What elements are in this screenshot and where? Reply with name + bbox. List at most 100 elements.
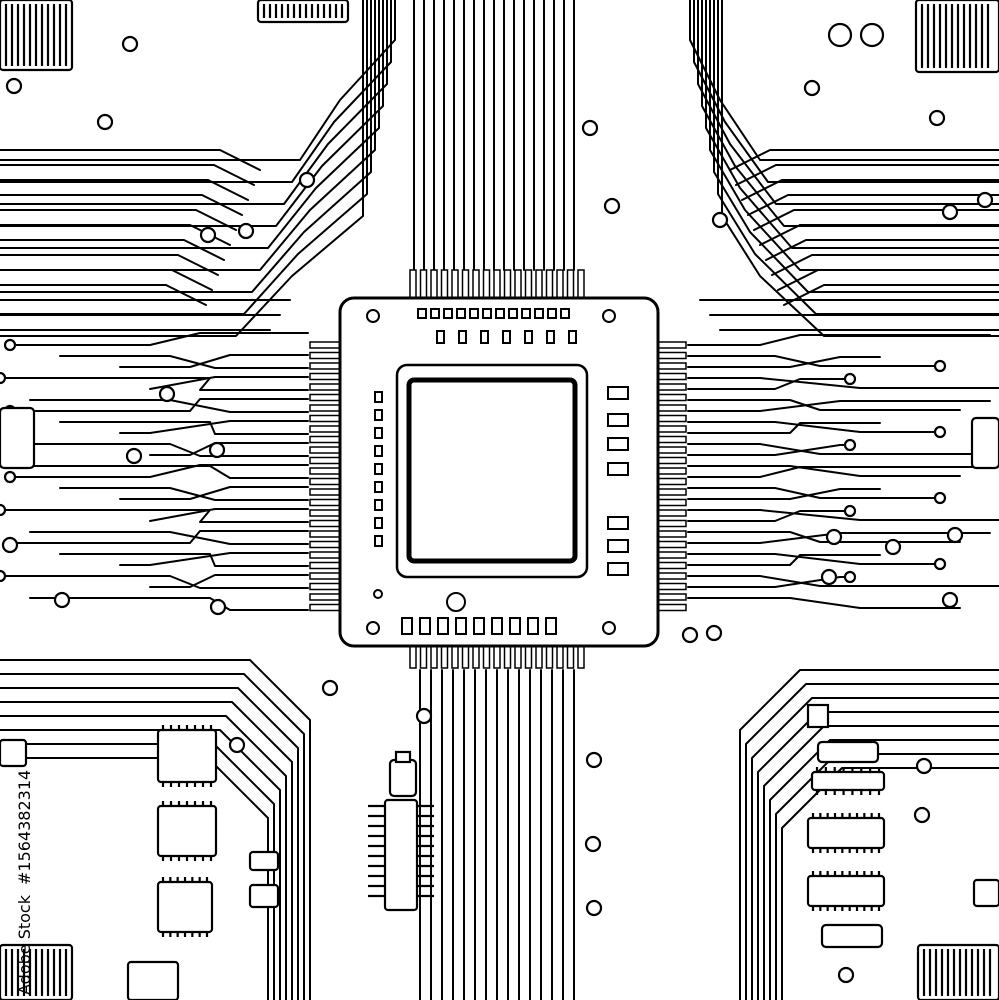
cpu-pin-right xyxy=(657,351,687,360)
pad xyxy=(199,226,217,244)
trace xyxy=(29,597,309,611)
pad xyxy=(705,624,723,642)
trace xyxy=(9,398,309,412)
cpu-pin-top xyxy=(409,269,417,299)
crystal-cap xyxy=(394,750,412,764)
cpu-pin-right xyxy=(657,456,687,465)
trace xyxy=(0,701,293,1000)
smd-cap xyxy=(547,308,557,319)
cpu-die xyxy=(406,377,578,564)
cpu-pin-bottom xyxy=(545,645,554,669)
pad xyxy=(603,197,621,215)
pad xyxy=(125,447,143,465)
pad xyxy=(933,359,947,373)
diode xyxy=(248,883,280,909)
pad xyxy=(941,591,959,609)
trace xyxy=(759,224,999,246)
cpu-pin-right xyxy=(657,414,687,423)
connector-header xyxy=(383,798,419,912)
cpu-pin-top xyxy=(440,269,449,299)
smd-cap xyxy=(436,330,445,344)
pad xyxy=(96,113,114,131)
pad xyxy=(933,557,947,571)
cpu-pin-right xyxy=(657,540,687,549)
cpu-pin-left xyxy=(309,498,341,507)
cpu-pin-left xyxy=(309,404,341,412)
cpu-pin-right xyxy=(657,561,687,570)
cpu-pin-right xyxy=(657,572,687,580)
cpu-pin-top xyxy=(451,269,459,299)
cpu-pin-right xyxy=(657,425,687,433)
cpu-pin-right xyxy=(657,530,687,538)
cpu-pin-top xyxy=(524,269,533,299)
cpu-pin-left xyxy=(309,519,341,528)
smd-cap xyxy=(508,308,518,319)
cpu-pin-right xyxy=(657,393,687,402)
trace xyxy=(735,164,999,186)
trace xyxy=(0,194,243,216)
cpu-pin-left xyxy=(309,561,341,570)
cpu-pin-left xyxy=(309,530,341,538)
pad xyxy=(711,211,729,229)
smd-resistor xyxy=(607,462,629,476)
trace xyxy=(687,554,881,566)
trace xyxy=(775,753,999,1000)
trace xyxy=(777,269,999,291)
cpu-pin-right xyxy=(657,362,687,370)
trace xyxy=(687,466,991,478)
pad xyxy=(581,119,599,137)
pad xyxy=(843,570,857,584)
pad xyxy=(298,171,316,189)
trace xyxy=(747,194,999,216)
cpu-pin-top xyxy=(430,269,438,299)
smd-cap xyxy=(443,308,453,319)
trace xyxy=(687,532,991,544)
smd-cap xyxy=(524,330,533,344)
smd-cap xyxy=(491,617,503,635)
trace xyxy=(687,465,961,477)
trace xyxy=(0,715,287,1000)
cpu-pin-bottom xyxy=(461,645,470,669)
cpu-pin-right xyxy=(657,582,687,591)
cpu-pin-bottom xyxy=(430,645,438,669)
pad xyxy=(915,757,933,775)
cpu-pin-bottom xyxy=(472,645,480,669)
trace xyxy=(745,683,999,1000)
pad xyxy=(946,526,964,544)
trace xyxy=(0,239,225,261)
smd-cap xyxy=(374,481,383,493)
cpu-pin-bottom xyxy=(556,645,564,669)
smd-cap xyxy=(545,617,557,635)
trace xyxy=(0,284,207,306)
cpu-pin-top xyxy=(566,269,575,299)
smd-cap xyxy=(455,617,467,635)
cpu-pin-right xyxy=(657,593,687,601)
trace xyxy=(0,224,231,246)
smd-cap xyxy=(374,391,383,403)
trace xyxy=(29,399,309,413)
trace xyxy=(687,597,961,609)
pad xyxy=(228,736,246,754)
stock-watermark: Adobe Stock #1564382314 xyxy=(15,770,34,995)
smd-cap xyxy=(527,617,539,635)
ic-package xyxy=(810,770,886,792)
pad xyxy=(209,598,227,616)
diode xyxy=(248,850,280,872)
smd-cap xyxy=(502,330,511,344)
trace xyxy=(29,531,309,545)
cpu-pin-top xyxy=(577,269,585,299)
cpu-pin-right xyxy=(657,498,687,507)
heat-sink xyxy=(256,0,350,24)
pad xyxy=(933,491,947,505)
cpu-pin-bottom xyxy=(524,645,533,669)
pad xyxy=(928,109,946,127)
trace xyxy=(0,0,392,183)
cpu-pin-left xyxy=(309,509,341,517)
cpu-pin-right xyxy=(657,509,687,517)
cpu-pin-right xyxy=(657,551,687,559)
smd-cap xyxy=(495,308,505,319)
trace xyxy=(687,378,851,390)
smd-cap xyxy=(374,427,383,439)
trace xyxy=(0,377,309,391)
